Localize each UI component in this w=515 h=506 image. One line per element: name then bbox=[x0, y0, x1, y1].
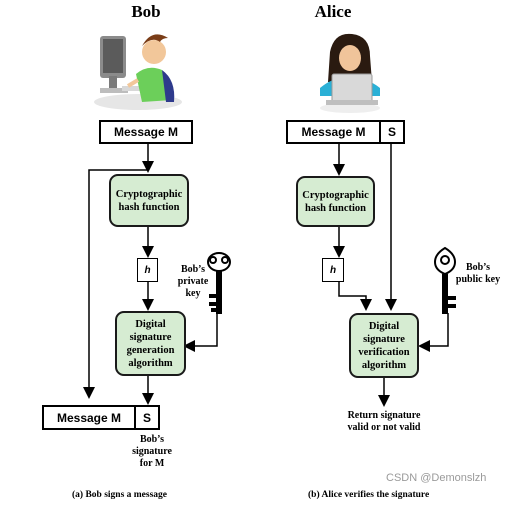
alice-signature-verification: Digital signature verification algorithm bbox=[349, 313, 419, 378]
bob-private-key-label: Bob’s private key bbox=[177, 264, 209, 299]
alice-public-key-label: Bob’s public key bbox=[455, 262, 501, 285]
bob-output-box: Message M S bbox=[42, 405, 160, 430]
public-key-icon bbox=[433, 246, 457, 314]
bob-signature-generation-label: Digital signature generation algorithm bbox=[126, 318, 175, 369]
alice-title: Alice bbox=[314, 2, 352, 21]
alice-message-signature: S bbox=[379, 122, 403, 142]
alice-hash-function-label: Cryptographic hash function bbox=[302, 189, 369, 214]
alice-result-label: Return signature valid or not valid bbox=[347, 410, 421, 433]
bob-message-box: Message M bbox=[99, 120, 193, 144]
bob-signature-label: Bob’s signature for M bbox=[132, 434, 172, 469]
alice-message-box: Message M S bbox=[286, 120, 405, 144]
bob-signature-generation: Digital signature generation algorithm bbox=[115, 311, 186, 376]
watermark: CSDN @Demonslzh bbox=[386, 472, 487, 484]
bob-output-message: Message M bbox=[56, 410, 122, 425]
alice-hash-value: h bbox=[322, 258, 344, 282]
bob-hash-function-label: Cryptographic hash function bbox=[115, 188, 183, 213]
bob-caption: (a) Bob signs a message bbox=[72, 490, 168, 500]
alice-signature-verification-label: Digital signature verification algorithm bbox=[358, 320, 410, 371]
alice-laptop-icon bbox=[320, 33, 380, 113]
alice-caption: (b) Alice verifies the signature bbox=[308, 490, 430, 500]
alice-message-label: Message M bbox=[301, 125, 366, 139]
bob-hash-value: h bbox=[137, 258, 158, 282]
private-key-icon bbox=[207, 252, 231, 314]
bob-output-signature: S bbox=[134, 407, 158, 428]
bob-message-label: Message M bbox=[113, 125, 179, 139]
alice-hash-function: Cryptographic hash function bbox=[296, 176, 375, 227]
bob-title: Bob bbox=[131, 2, 161, 21]
bob-computer-icon bbox=[94, 34, 182, 110]
bob-hash-function: Cryptographic hash function bbox=[109, 174, 189, 227]
